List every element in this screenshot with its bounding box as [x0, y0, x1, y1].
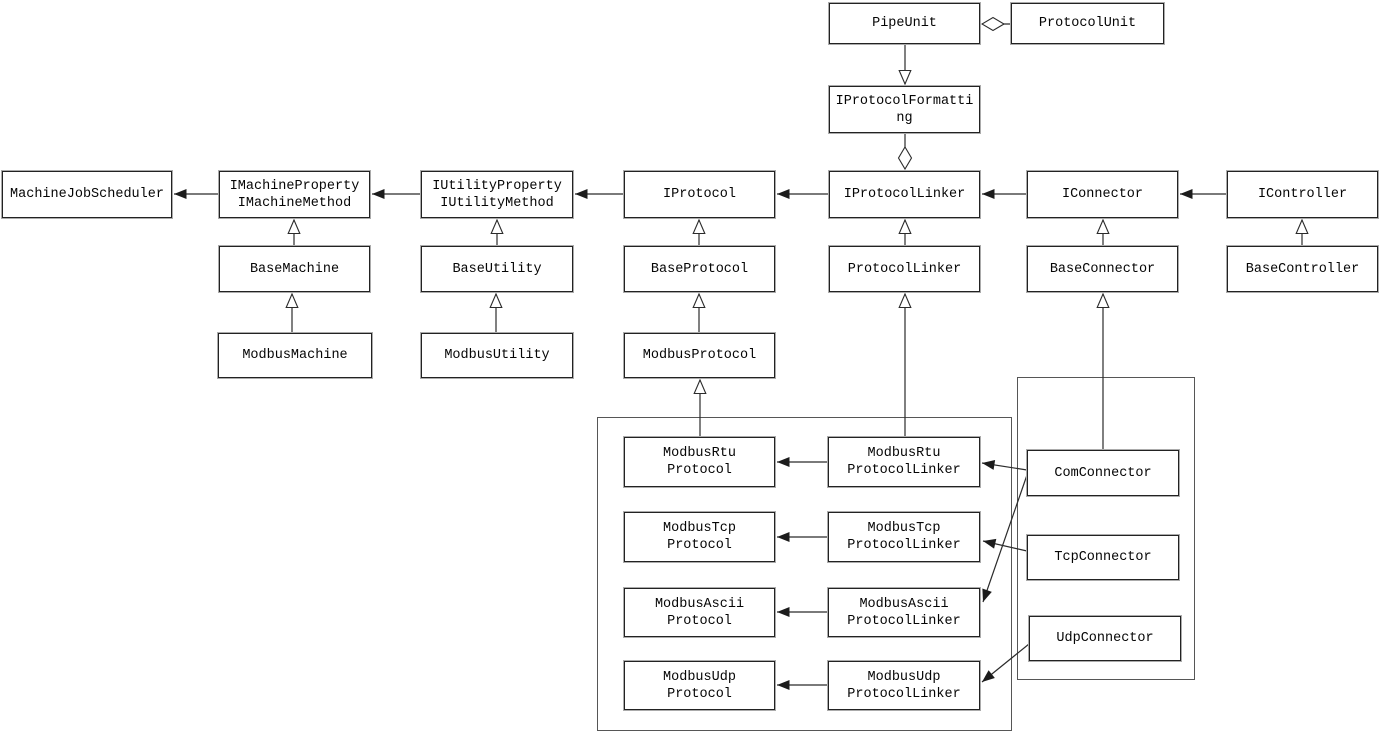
class-label: BaseConnector	[1049, 261, 1156, 277]
class-label: ComConnector	[1054, 465, 1152, 481]
class-label: UdpConnector	[1056, 631, 1154, 646]
class-label: IUtilityProperty	[432, 178, 562, 194]
class-box-icontroller[interactable]: IController	[1227, 171, 1378, 218]
class-label: IController	[1257, 187, 1348, 202]
class-label: ModbusMachine	[242, 348, 348, 363]
edge-comconnector-to-asciilinker	[982, 474, 1028, 603]
class-label: ModbusRtu	[663, 446, 736, 461]
class-box-modbusasciiprotocol[interactable]: ModbusAscii Protocol	[624, 588, 775, 637]
class-box-baseprotocol[interactable]: BaseProtocol	[624, 246, 775, 292]
class-box-iconnector[interactable]: IConnector	[1027, 171, 1178, 218]
class-label: Protocol	[667, 538, 732, 553]
class-box-modbusrtuprotocol[interactable]: ModbusRtu Protocol	[624, 437, 775, 487]
class-label: ProtocolLinker	[847, 686, 961, 702]
class-label: ModbusRtu	[867, 446, 941, 461]
class-label: ProtocolUnit	[1038, 16, 1137, 31]
class-box-modbusudpprotocol[interactable]: ModbusUdp Protocol	[624, 661, 775, 710]
class-label: Protocol	[667, 686, 732, 702]
class-box-modbusutility[interactable]: ModbusUtility	[421, 333, 573, 378]
group-box-modbus-protocol-family[interactable]	[597, 417, 1012, 731]
class-label: ng	[896, 110, 913, 126]
class-label: Protocol	[667, 463, 732, 478]
class-label: ModbusTcp	[867, 521, 941, 536]
class-label: ModbusAscii	[859, 596, 949, 612]
class-box-baseconnector[interactable]: BaseConnector	[1027, 246, 1178, 292]
class-box-modbusudpprotocollinker[interactable]: ModbusUdp ProtocolLinker	[828, 661, 980, 710]
class-box-baseutility[interactable]: BaseUtility	[421, 246, 573, 292]
class-label: TcpConnector	[1054, 550, 1152, 565]
class-box-iprotocol[interactable]: IProtocol	[624, 171, 775, 218]
edge-tcpconnector-to-tcplinker	[982, 538, 1028, 552]
class-label: ModbusUdp	[867, 669, 941, 685]
class-box-imachine[interactable]: IMachineProperty IMachineMethod	[219, 171, 370, 218]
class-box-modbusprotocol[interactable]: ModbusProtocol	[624, 333, 775, 378]
class-label: BaseMachine	[249, 261, 340, 277]
class-label: IUtilityMethod	[440, 195, 554, 211]
class-box-modbusasciiprotocollinker[interactable]: ModbusAscii ProtocolLinker	[828, 588, 980, 637]
edge-comconnector-to-rtulinker	[981, 459, 1028, 471]
class-box-tcpconnector[interactable]: TcpConnector	[1027, 535, 1179, 580]
class-box-protocolunit[interactable]: ProtocolUnit	[1011, 3, 1164, 44]
class-label: BaseController	[1245, 261, 1360, 277]
class-label: ProtocolLinker	[847, 613, 961, 629]
class-label: ModbusUtility	[444, 348, 550, 363]
class-box-basecontroller[interactable]: BaseController	[1227, 246, 1378, 292]
class-label: IConnector	[1061, 187, 1143, 202]
class-label: ModbusTcp	[663, 521, 736, 536]
class-label: BaseProtocol	[650, 261, 749, 277]
class-label: ModbusUdp	[663, 669, 736, 685]
class-box-modbusrtuprotocollinker[interactable]: ModbusRtu ProtocolLinker	[828, 437, 980, 487]
class-label: BaseUtility	[452, 261, 542, 277]
class-box-modbustcpprotocollinker[interactable]: ModbusTcp ProtocolLinker	[828, 512, 980, 562]
class-box-pipeunit[interactable]: PipeUnit	[829, 3, 980, 44]
class-box-modbusmachine[interactable]: ModbusMachine	[218, 333, 372, 378]
class-label: ProtocolLinker	[847, 261, 962, 277]
class-label: IMachineMethod	[237, 195, 352, 211]
class-box-basemachine[interactable]: BaseMachine	[219, 246, 370, 292]
class-box-modbustcpprotocol[interactable]: ModbusTcp Protocol	[624, 512, 775, 562]
class-box-iprotocolformatting[interactable]: IProtocolFormatti ng	[829, 86, 980, 133]
class-label: ModbusAscii	[654, 596, 745, 612]
class-label: IMachineProperty	[229, 178, 360, 194]
class-label: ProtocolLinker	[847, 463, 961, 478]
class-box-udpconnector[interactable]: UdpConnector	[1029, 616, 1181, 661]
class-box-iutility[interactable]: IUtilityProperty IUtilityMethod	[421, 171, 573, 218]
class-box-comconnector[interactable]: ComConnector	[1027, 450, 1179, 496]
class-label: ProtocolLinker	[847, 538, 961, 553]
class-label: IProtocolFormatti	[835, 93, 974, 109]
class-box-iprotocollinker[interactable]: IProtocolLinker	[829, 171, 980, 218]
class-label: Protocol	[667, 613, 732, 629]
group-box-connector-family[interactable]	[1017, 377, 1195, 680]
class-box-protocollinker[interactable]: ProtocolLinker	[829, 246, 980, 292]
class-label: IProtocolLinker	[843, 187, 966, 202]
class-label: PipeUnit	[872, 16, 937, 31]
class-label: MachineJobScheduler	[10, 187, 164, 202]
edge-udpconnector-to-udplinker	[981, 643, 1030, 683]
class-box-machinejobscheduler[interactable]: MachineJobScheduler	[2, 171, 172, 218]
class-label: ModbusProtocol	[642, 348, 757, 363]
class-label: IProtocol	[663, 187, 736, 202]
